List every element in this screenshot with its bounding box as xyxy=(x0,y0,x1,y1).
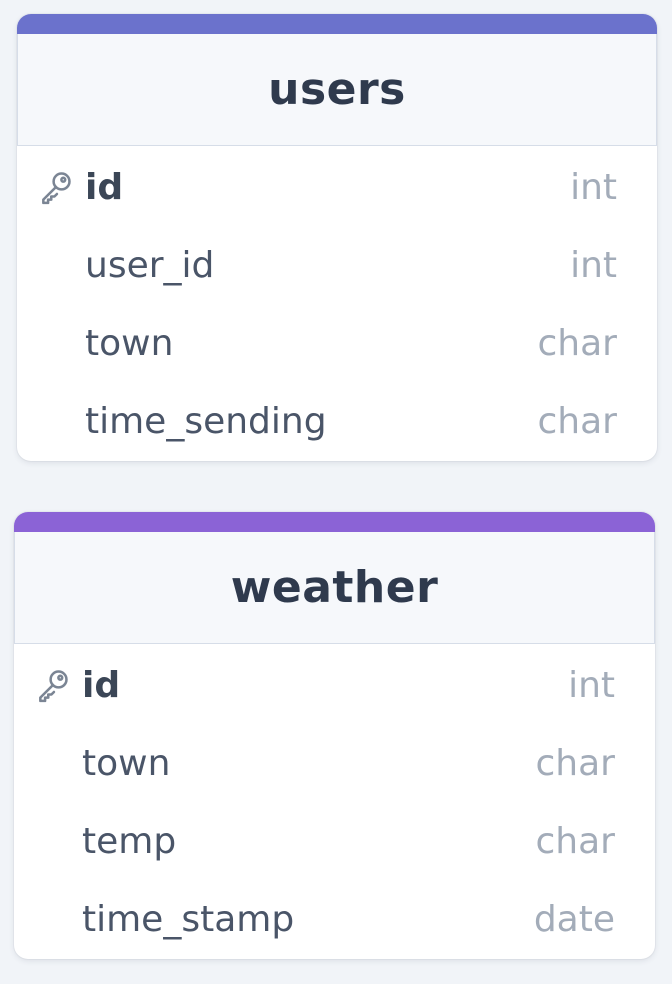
column-row[interactable]: user_id int xyxy=(17,226,657,304)
table-title: weather xyxy=(230,562,439,613)
column-row[interactable]: id int xyxy=(14,646,655,724)
column-type: char xyxy=(537,400,617,442)
column-row[interactable]: town char xyxy=(17,304,657,382)
column-type: char xyxy=(535,742,615,784)
column-type: char xyxy=(535,820,615,862)
table-columns: id int user_id int town char time_sendin… xyxy=(17,146,657,460)
column-name: id xyxy=(82,664,121,706)
column-row[interactable]: temp char xyxy=(14,802,655,880)
table-header[interactable]: users xyxy=(17,34,657,146)
column-row[interactable]: town char xyxy=(14,724,655,802)
column-type: int xyxy=(570,166,617,208)
table-columns: id int town char temp char time_stamp da… xyxy=(14,644,655,958)
column-row[interactable]: id int xyxy=(17,148,657,226)
column-name: user_id xyxy=(85,244,215,286)
table-header-accent xyxy=(14,512,655,532)
key-icon xyxy=(39,670,68,703)
column-name: town xyxy=(85,322,174,364)
column-row[interactable]: time_sending char xyxy=(17,382,657,460)
column-type: char xyxy=(537,322,617,364)
column-name: time_stamp xyxy=(82,898,295,940)
column-name: temp xyxy=(82,820,177,862)
column-type: int xyxy=(570,244,617,286)
table-header-accent xyxy=(17,14,657,34)
table-header[interactable]: weather xyxy=(14,532,655,644)
column-name: time_sending xyxy=(85,400,327,442)
table-weather[interactable]: weather id int town char temp char time_… xyxy=(14,512,655,959)
column-type: date xyxy=(533,898,615,940)
column-name: town xyxy=(82,742,171,784)
table-users[interactable]: users id int user_id int town char time_… xyxy=(17,14,657,461)
column-name: id xyxy=(85,166,124,208)
table-title: users xyxy=(268,64,406,115)
key-icon xyxy=(42,172,71,205)
column-type: int xyxy=(568,664,615,706)
column-row[interactable]: time_stamp date xyxy=(14,880,655,958)
